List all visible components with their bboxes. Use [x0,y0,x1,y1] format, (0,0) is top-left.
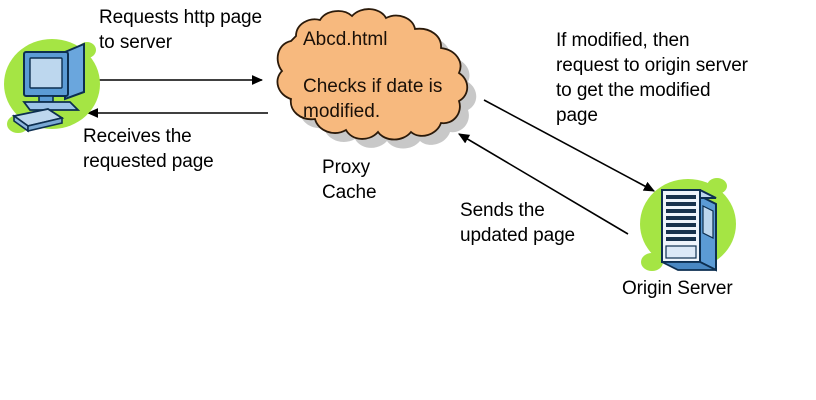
arrow-origin-to-proxy [458,133,629,235]
server-slots [666,195,696,241]
cloud-check-text: Checks if date is modified. [303,76,443,122]
proxy-cache-label: Proxy Cache [322,157,377,204]
annotation-request-http-page: Requests http page to server [99,7,262,54]
arrow-proxy-to-origin [483,99,655,192]
client-keyboard [11,108,65,133]
cloud-filename-text: Abcd.html [303,29,388,50]
server-rack [661,189,717,272]
annotation-receives-page: Receives the requested page [83,126,214,173]
origin-server-label: Origin Server [622,278,733,299]
annotation-sends-updated-page: Sends the updated page [460,200,576,247]
cloud-shape [276,8,469,141]
client-monitor [22,42,85,111]
annotation-if-modified: If modified, then request to origin serv… [556,30,748,127]
